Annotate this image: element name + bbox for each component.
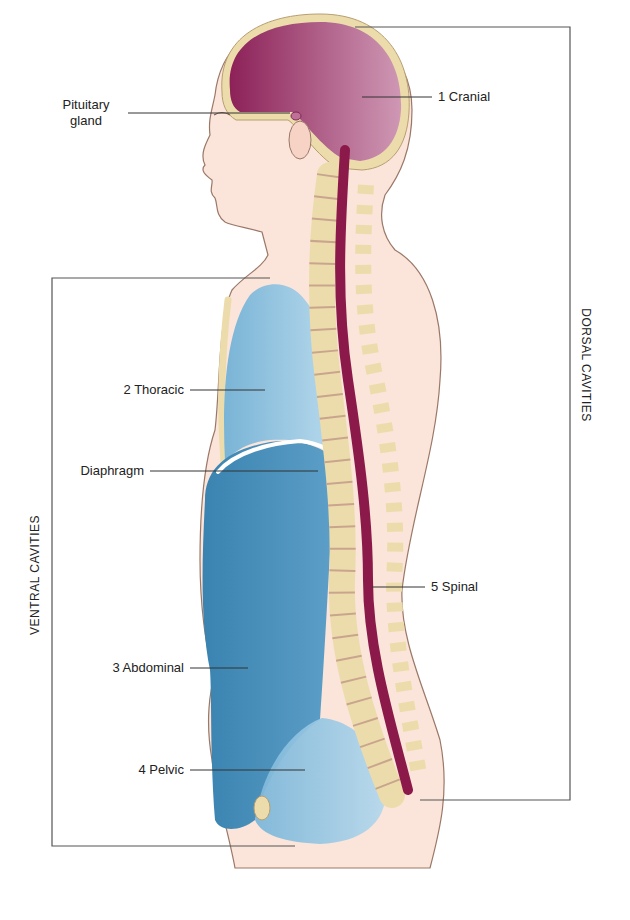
- callout-label: 3 Abdominal: [112, 660, 184, 676]
- ventral-bracket: [52, 278, 295, 846]
- callout-label: 4 Pelvic: [138, 762, 184, 778]
- spinal-cavity: [340, 150, 408, 790]
- pituitary-gland: [291, 112, 301, 120]
- skull-bone: [222, 14, 409, 170]
- leader-line: [372, 587, 425, 588]
- leader-line: [190, 390, 265, 391]
- spinous-processes: [363, 185, 420, 780]
- leader-line: [190, 668, 248, 669]
- leader-line: [190, 770, 305, 771]
- part-label: Diaphragm: [80, 463, 144, 479]
- dorsal-bracket: [355, 27, 570, 800]
- part-label: Pituitary gland: [50, 97, 122, 129]
- group-label: DORSAL CAVITIES: [578, 308, 594, 422]
- callout-label: 5 Spinal: [431, 579, 478, 595]
- leader-line: [150, 471, 318, 472]
- leader-line: [128, 113, 290, 114]
- group-label: VENTRAL CAVITIES: [27, 515, 43, 635]
- callout-label: 2 Thoracic: [124, 382, 184, 398]
- callout-label: 1 Cranial: [438, 89, 490, 105]
- ear: [289, 121, 311, 159]
- cranial-cavity: [230, 22, 402, 161]
- leader-line: [362, 97, 432, 98]
- pubic-bone: [254, 796, 270, 820]
